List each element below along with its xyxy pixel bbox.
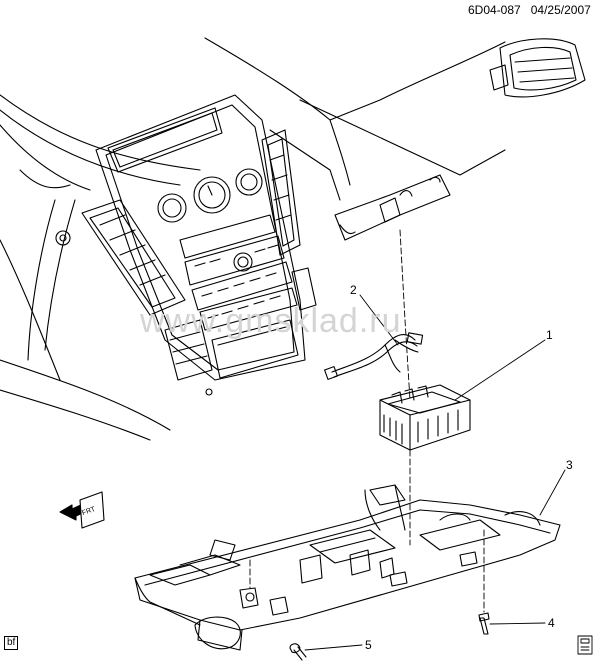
module-tray bbox=[134, 484, 561, 651]
front-direction-arrow-icon bbox=[59, 491, 105, 529]
diagram-reference: 6D04-087 04/25/2007 bbox=[468, 3, 591, 17]
leader-lines bbox=[304, 294, 566, 651]
callout-4: 4 bbox=[548, 616, 555, 630]
callout-5: 5 bbox=[365, 638, 372, 652]
fastener-screw-4 bbox=[478, 612, 490, 635]
instrument-panel bbox=[0, 37, 586, 441]
corner-tag: bf bbox=[4, 636, 19, 650]
diagram-date: 04/25/2007 bbox=[530, 3, 591, 17]
callout-1: 1 bbox=[546, 328, 553, 342]
watermark-text: www.gmsklad.ru bbox=[140, 302, 402, 340]
document-stack-icon bbox=[577, 635, 593, 655]
alignment-lines bbox=[249, 229, 485, 613]
control-module bbox=[379, 384, 471, 451]
callout-3: 3 bbox=[566, 458, 573, 472]
diagram-code: 6D04-087 bbox=[468, 3, 521, 17]
fastener-screw-5 bbox=[289, 643, 307, 661]
callout-2: 2 bbox=[350, 283, 357, 297]
